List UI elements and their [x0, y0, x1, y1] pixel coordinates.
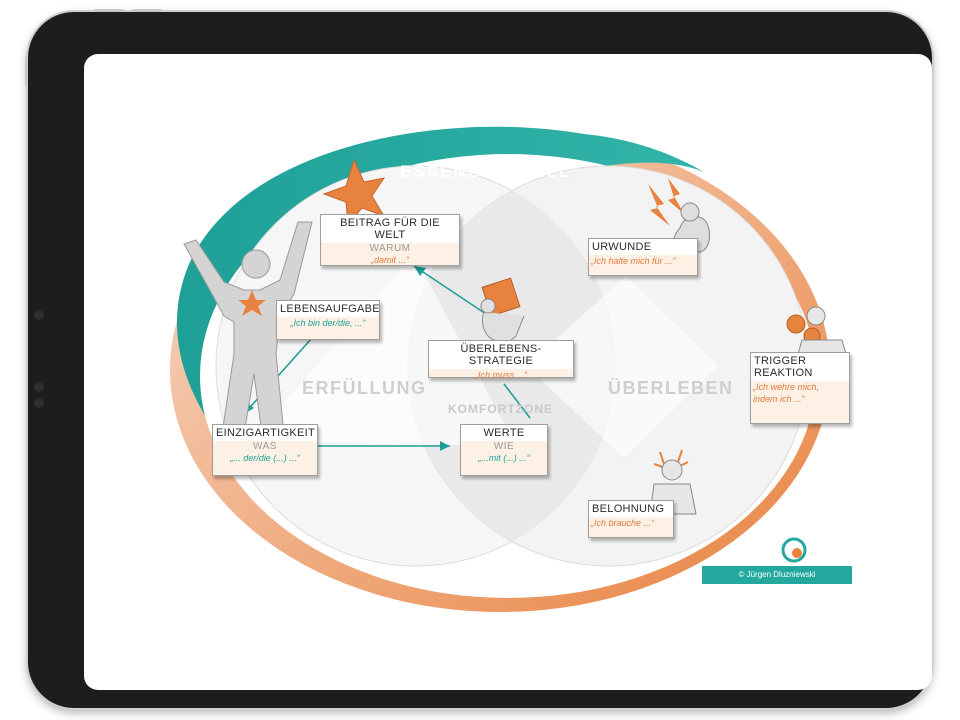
box-strategie-title: ÜBERLEBENS-STRATEGIE — [429, 341, 573, 369]
registered-mark: ® — [571, 163, 580, 173]
box-strategie: ÜBERLEBENS-STRATEGIE „Ich muss ...“ — [428, 340, 574, 380]
heart-star-icon — [238, 290, 266, 316]
triangle-shape — [250, 254, 516, 446]
diamond-shape — [526, 276, 718, 458]
box-urwunde-quote: „Ich halte mich für ...“ — [591, 256, 676, 266]
power-button — [25, 56, 28, 86]
box-trigger-quote-2: indem ich ...“ — [753, 394, 805, 404]
box-beitrag-quote: „damit ...“ — [370, 255, 409, 265]
label-ueberleben: ÜBERLEBEN — [608, 378, 734, 398]
box-lebensaufgabe: LEBENSAUFGABE „Ich bin der/die, ...“ — [276, 300, 380, 340]
lightning-icon — [648, 184, 670, 226]
box-einzigartigkeit-sub: WAS — [253, 441, 277, 452]
diagram-title: ESSENZ-MODELL® — [400, 162, 580, 181]
volume-button — [94, 9, 124, 12]
box-belohnung-quote: „Ich brauche ...“ — [591, 518, 655, 528]
star-icon — [322, 158, 386, 226]
box-lebensaufgabe-quote: „Ich bin der/die, ...“ — [290, 318, 366, 328]
box-beitrag: BEITRAG FÜR DIE WELT WARUM „damit ...“ — [320, 214, 460, 266]
person-head-left — [241, 249, 271, 279]
box-werte: WERTE WIE „...mit (...) ...“ — [460, 424, 548, 476]
box-beitrag-sub: WARUM — [369, 243, 411, 254]
person-figure-left — [183, 221, 313, 435]
box-beitrag-title: BEITRAG FÜR DIE WELT — [321, 215, 459, 243]
copyright-bar: © Jürgen Dluzniewski — [702, 566, 852, 584]
person-reward-head — [661, 459, 683, 481]
box-einzigartigkeit-quote: „... der/die (...) ...“ — [230, 453, 300, 463]
eye-logo-pupil — [792, 548, 802, 558]
box-werte-quote: „...mit (...) ...“ — [478, 453, 530, 463]
box-lebensaufgabe-title: LEBENSAUFGABE — [277, 301, 380, 317]
box-einzigartigkeit: EINZIGARTIGKEIT WAS „... der/die (...) .… — [212, 424, 318, 476]
lightning-icon-2 — [668, 178, 684, 214]
camera-dot — [34, 310, 44, 320]
exclamation-rays-icon — [653, 449, 689, 469]
box-werte-sub: WIE — [493, 441, 515, 452]
box-werte-title: WERTE — [461, 425, 547, 441]
boxing-glove-icon — [786, 314, 806, 334]
box-trigger-title-1: TRIGGER — [751, 353, 849, 367]
eye-logo-icon — [781, 537, 807, 563]
box-urwunde: URWUNDE „Ich halte mich für ...“ — [588, 238, 698, 276]
box-belohnung-title: BELOHNUNG — [589, 501, 673, 517]
camera-dot — [34, 398, 44, 408]
boxer-head — [806, 306, 826, 326]
label-komfortzone: KOMFORTZONE — [448, 402, 553, 416]
box-strategie-quote: „Ich muss ...“ — [474, 370, 527, 380]
label-erfuellung: ERFÜLLUNG — [302, 378, 427, 398]
box-trigger-title-2: REAKTION — [751, 367, 849, 381]
screen: ESSENZ-MODELL® ERFÜLLUNG ÜBERLEBEN KOMFO… — [84, 54, 932, 690]
person-hurt-head — [680, 202, 700, 222]
camera-dot — [34, 382, 44, 392]
person-carrying-head — [480, 298, 496, 314]
box-belohnung: BELOHNUNG „Ich brauche ...“ — [588, 500, 674, 538]
box-trigger: TRIGGER REAKTION „Ich wehre mich, indem … — [750, 352, 850, 424]
box-trigger-quote-1: „Ich wehre mich, — [753, 382, 820, 392]
box-einzigartigkeit-title: EINZIGARTIGKEIT — [213, 425, 317, 441]
volume-button — [132, 9, 162, 12]
box-urwunde-title: URWUNDE — [589, 239, 697, 255]
tablet-frame: ESSENZ-MODELL® ERFÜLLUNG ÜBERLEBEN KOMFO… — [25, 9, 932, 708]
